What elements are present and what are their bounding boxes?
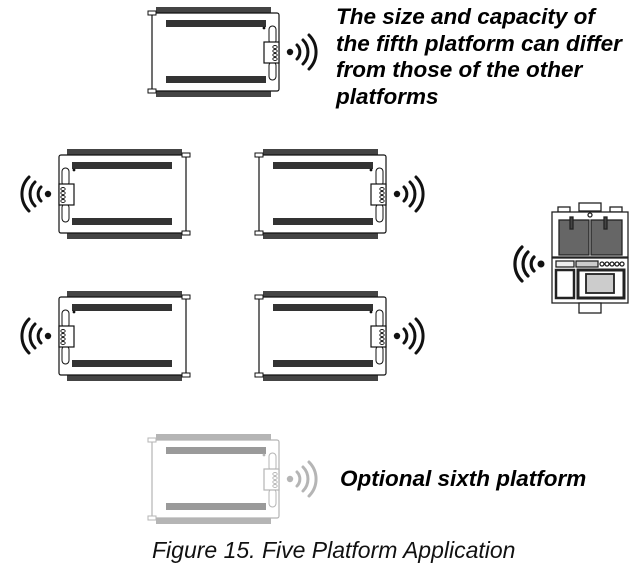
platform-fifth	[147, 7, 318, 97]
platform-body	[254, 291, 387, 381]
wireless-signal-icon	[286, 33, 318, 71]
platform-4	[254, 291, 425, 381]
platform-body	[147, 7, 280, 97]
platform-sixth	[147, 434, 318, 524]
wireless-signal-icon	[513, 245, 545, 283]
wireless-signal-icon	[393, 175, 425, 213]
platform-3	[20, 291, 191, 381]
platform-1	[20, 149, 191, 239]
platform-2	[254, 149, 425, 239]
optional-platform-label: Optional sixth platform	[340, 466, 587, 491]
platform-body	[147, 434, 280, 524]
platform-body	[58, 291, 191, 381]
platform-body	[254, 149, 387, 239]
figure-caption: Figure 15. Five Platform Application	[152, 537, 516, 563]
wireless-signal-icon	[20, 175, 52, 213]
wireless-indicator	[513, 202, 629, 314]
note-text: The size and capacity of the fifth platf…	[336, 4, 622, 109]
indicator-body	[551, 202, 629, 314]
wireless-signal-icon	[20, 317, 52, 355]
platform-body	[58, 149, 191, 239]
wireless-signal-icon	[286, 460, 318, 498]
wireless-signal-icon	[393, 317, 425, 355]
